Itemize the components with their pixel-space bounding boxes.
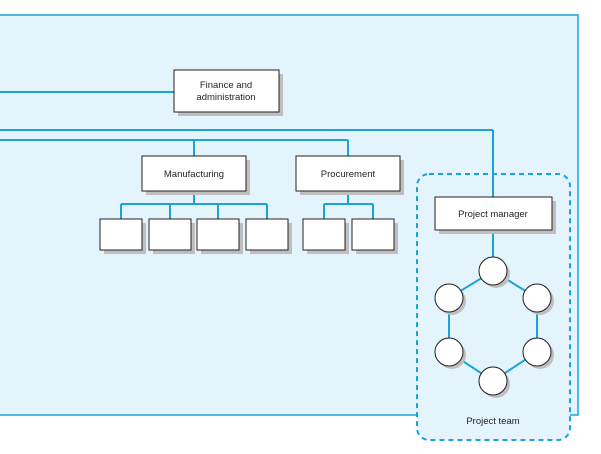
team-member	[478, 256, 510, 288]
team-member	[434, 337, 466, 369]
unit-box	[196, 218, 243, 254]
unit-box	[99, 218, 146, 254]
team-member	[434, 283, 466, 315]
finance-label-line1: Finance and	[200, 80, 252, 91]
unit-box	[351, 218, 398, 254]
manufacturing-units	[99, 218, 292, 254]
unit-box	[302, 218, 349, 254]
project-manager-label: Project manager	[458, 209, 528, 220]
manufacturing-box: Manufacturing	[141, 155, 250, 195]
procurement-units	[302, 218, 398, 254]
project-team-label: Project team	[466, 416, 519, 427]
unit-box	[148, 218, 195, 254]
procurement-label: Procurement	[321, 169, 376, 180]
finance-administration-box: Finance and administration	[173, 69, 283, 116]
project-team-ring	[434, 256, 554, 398]
manufacturing-label: Manufacturing	[164, 169, 224, 180]
team-member	[522, 337, 554, 369]
project-manager-box: Project manager	[434, 196, 556, 234]
unit-box	[245, 218, 292, 254]
team-member	[522, 283, 554, 315]
team-member	[478, 366, 510, 398]
finance-label-line2: administration	[196, 92, 255, 103]
connector-lines	[0, 91, 494, 257]
procurement-box: Procurement	[295, 155, 404, 195]
